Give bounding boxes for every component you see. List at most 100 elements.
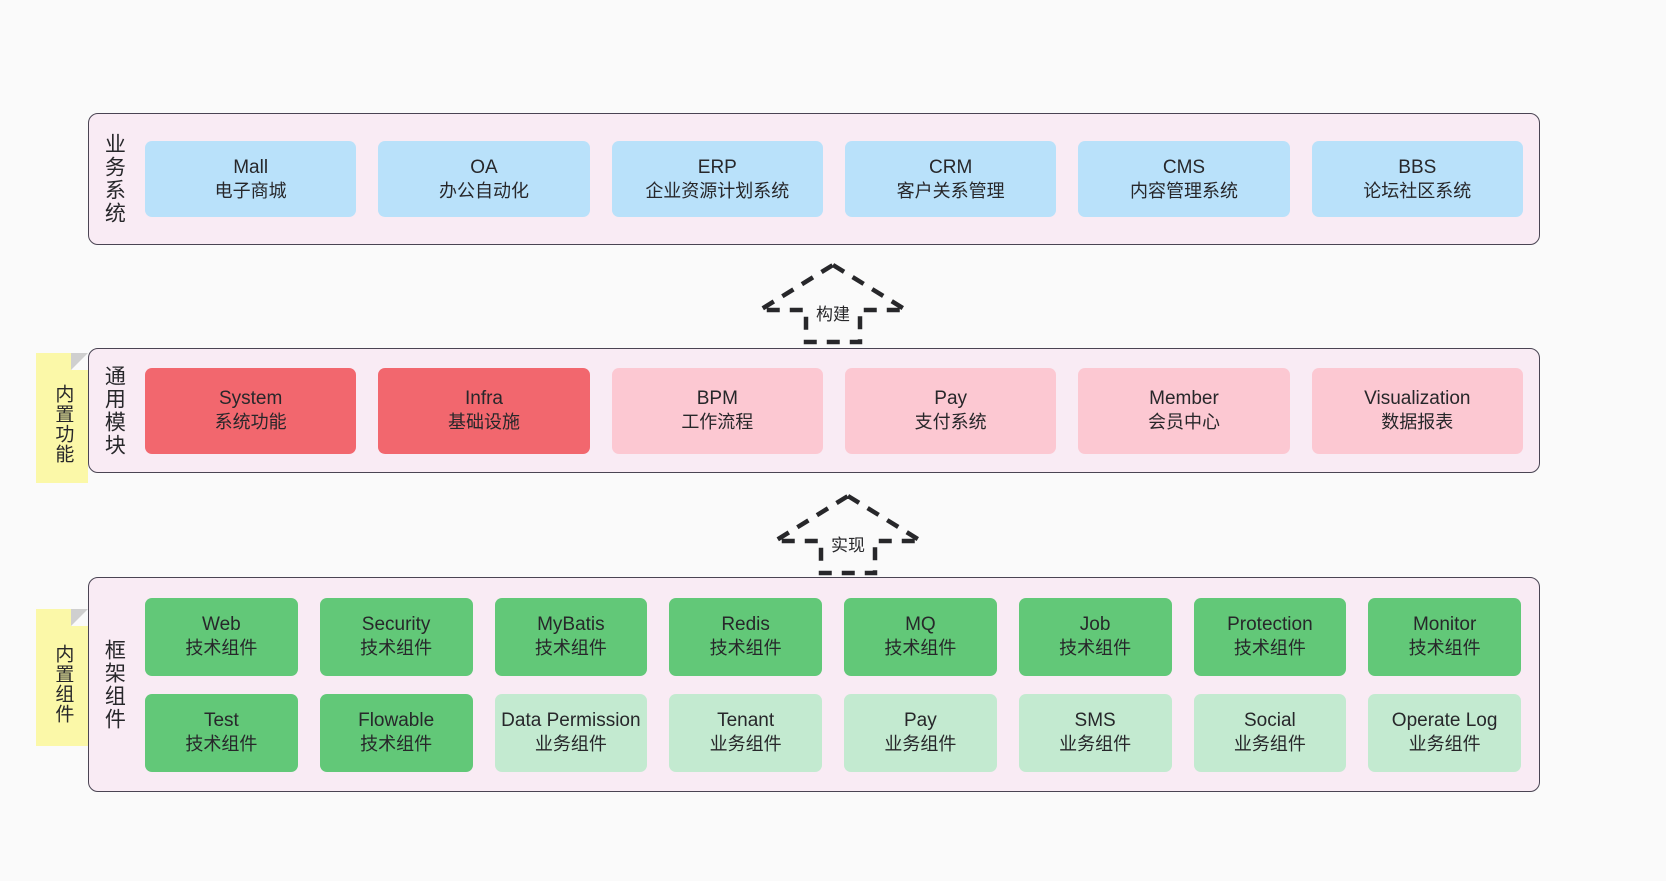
node-title: Operate Log	[1391, 710, 1498, 732]
node-title: Data Permission	[501, 710, 641, 732]
node-subtitle: 技术组件	[1233, 638, 1306, 659]
node-protection[interactable]: Protection 技术组件	[1193, 597, 1347, 676]
node-subtitle: 企业资源计划系统	[645, 180, 790, 201]
node-title: Pay	[904, 710, 937, 732]
node-subtitle: 客户关系管理	[896, 180, 1005, 201]
node-data-permission[interactable]: Data Permission 业务组件	[494, 693, 648, 772]
arrow-implement: 实现	[767, 493, 929, 576]
layer-label-framework-components: 框架组件	[102, 638, 126, 731]
node-security[interactable]: Security 技术组件	[319, 597, 473, 676]
node-subtitle: 论坛社区系统	[1363, 180, 1472, 201]
node-title: Monitor	[1412, 614, 1477, 636]
arrow-build: 构建	[752, 262, 914, 345]
node-row: Web 技术组件 Security 技术组件 MyBatis 技术组件 Redi…	[145, 597, 1521, 676]
node-title: Redis	[721, 614, 770, 636]
node-title: Social	[1244, 710, 1296, 732]
node-mall[interactable]: Mall 电子商城	[145, 141, 357, 217]
node-title: Protection	[1227, 614, 1313, 636]
node-bbs[interactable]: BBS 论坛社区系统	[1311, 141, 1523, 217]
node-row: Mall 电子商城 OA 办公自动化 ERP 企业资源计划系统 CRM 客户关系…	[145, 141, 1523, 217]
node-title: ERP	[697, 156, 737, 178]
node-title: CRM	[929, 156, 973, 178]
node-web[interactable]: Web 技术组件	[145, 597, 298, 676]
node-title: Mall	[233, 156, 269, 178]
node-subtitle: 业务组件	[1059, 734, 1132, 755]
node-title: Test	[203, 710, 239, 732]
node-subtitle: 技术组件	[709, 638, 782, 659]
node-title: Tenant	[717, 710, 775, 732]
node-pay[interactable]: Pay 支付系统	[844, 367, 1057, 454]
node-title: Infra	[464, 388, 503, 410]
note-builtin-features-label: 内置功能	[52, 384, 74, 464]
layer-body-framework-components: Web 技术组件 Security 技术组件 MyBatis 技术组件 Redi…	[137, 578, 1539, 791]
node-oa[interactable]: OA 办公自动化	[378, 141, 590, 217]
node-subtitle: 业务组件	[1408, 734, 1481, 755]
node-subtitle: 办公自动化	[438, 180, 529, 201]
node-subtitle: 技术组件	[360, 638, 433, 659]
node-title: Flowable	[358, 710, 435, 732]
arrow-implement-label: 实现	[831, 536, 865, 555]
node-subtitle: 支付系统	[914, 412, 987, 433]
node-sms[interactable]: SMS 业务组件	[1018, 693, 1172, 772]
arrow-build-label: 构建	[816, 305, 850, 324]
node-member[interactable]: Member 会员中心	[1078, 367, 1290, 454]
layer-common-modules: 通用模块 System 系统功能 Infra 基础设施 BPM 工作流程 Pay…	[88, 348, 1540, 473]
node-subtitle: 数据报表	[1381, 412, 1454, 433]
node-subtitle: 技术组件	[884, 638, 957, 659]
node-title: BPM	[696, 388, 738, 410]
node-bpm[interactable]: BPM 工作流程	[611, 367, 823, 454]
node-redis[interactable]: Redis 技术组件	[669, 597, 822, 676]
node-subtitle: 业务组件	[534, 734, 607, 755]
layer-business-system: 业务系统 Mall 电子商城 OA 办公自动化 ERP 企业资源计划系统 CRM…	[88, 113, 1540, 245]
node-test[interactable]: Test 技术组件	[145, 693, 298, 772]
node-job[interactable]: Job 技术组件	[1018, 597, 1172, 676]
node-title: Web	[202, 614, 241, 636]
node-subtitle: 业务组件	[1233, 734, 1306, 755]
note-builtin-components-label: 内置组件	[52, 643, 74, 724]
node-subtitle: 工作流程	[681, 412, 754, 433]
node-subtitle: 电子商城	[214, 180, 287, 201]
node-visualization[interactable]: Visualization 数据报表	[1311, 367, 1523, 454]
node-subtitle: 业务组件	[709, 734, 782, 755]
layer-body-common-modules: System 系统功能 Infra 基础设施 BPM 工作流程 Pay 支付系统…	[137, 349, 1539, 472]
node-infra[interactable]: Infra 基础设施	[378, 367, 590, 454]
node-subtitle: 技术组件	[360, 734, 433, 755]
node-subtitle: 技术组件	[185, 734, 258, 755]
node-subtitle: 系统功能	[214, 412, 287, 433]
node-title: BBS	[1398, 156, 1437, 178]
layer-framework-components: 框架组件 Web 技术组件 Security 技术组件 MyBatis 技术组件…	[88, 577, 1540, 792]
node-title: Member	[1149, 388, 1219, 410]
node-crm[interactable]: CRM 客户关系管理	[844, 141, 1057, 217]
node-pay-business[interactable]: Pay 业务组件	[844, 693, 997, 772]
node-subtitle: 技术组件	[1059, 638, 1132, 659]
note-builtin-features: 内置功能	[36, 353, 88, 483]
node-title: MyBatis	[537, 614, 605, 636]
node-title: CMS	[1162, 156, 1206, 178]
node-system[interactable]: System 系统功能	[145, 367, 357, 454]
node-tenant[interactable]: Tenant 业务组件	[669, 693, 822, 772]
node-title: Pay	[934, 388, 968, 410]
node-operate-log[interactable]: Operate Log 业务组件	[1368, 693, 1521, 772]
node-title: System	[218, 388, 283, 410]
node-erp[interactable]: ERP 企业资源计划系统	[611, 141, 823, 217]
node-subtitle: 业务组件	[884, 734, 957, 755]
node-subtitle: 技术组件	[534, 638, 607, 659]
node-social[interactable]: Social 业务组件	[1193, 693, 1347, 772]
node-subtitle: 基础设施	[447, 412, 520, 433]
node-subtitle: 内容管理系统	[1129, 180, 1238, 201]
node-title: Visualization	[1364, 388, 1471, 410]
node-row: System 系统功能 Infra 基础设施 BPM 工作流程 Pay 支付系统…	[145, 367, 1523, 454]
note-builtin-components: 内置组件	[36, 609, 88, 746]
layer-label-common-modules: 通用模块	[102, 364, 126, 457]
node-mq[interactable]: MQ 技术组件	[844, 597, 997, 676]
dashed-up-arrow-icon	[767, 493, 929, 576]
node-flowable[interactable]: Flowable 技术组件	[319, 693, 473, 772]
node-title: SMS	[1074, 710, 1116, 732]
node-mybatis[interactable]: MyBatis 技术组件	[494, 597, 648, 676]
node-cms[interactable]: CMS 内容管理系统	[1078, 141, 1290, 217]
node-title: Security	[361, 614, 431, 636]
node-subtitle: 技术组件	[185, 638, 258, 659]
node-title: OA	[470, 156, 498, 178]
node-monitor[interactable]: Monitor 技术组件	[1368, 597, 1521, 676]
